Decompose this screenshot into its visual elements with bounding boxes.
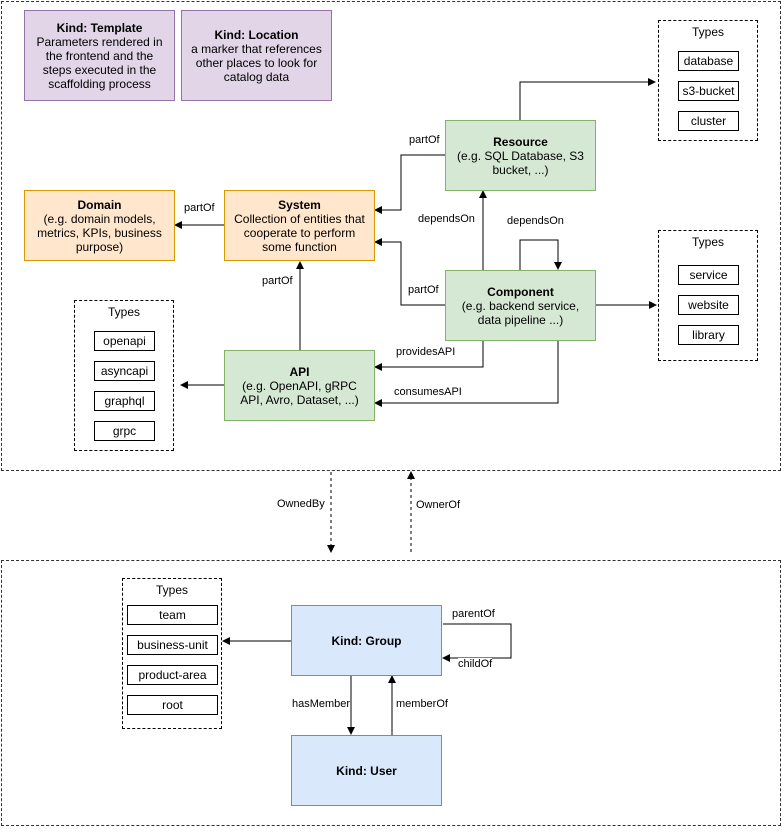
group-type-item[interactable]: business-unit <box>127 635 218 655</box>
group-node[interactable]: Kind: Group <box>291 605 442 676</box>
api-type-item[interactable]: asyncapi <box>94 361 155 381</box>
domain-title: Domain <box>77 197 122 212</box>
edge-group-self <box>442 623 512 662</box>
system-desc: Collection of entities that cooperate to… <box>234 211 365 254</box>
group-types-title: Types <box>155 583 188 597</box>
api-type-item[interactable]: openapi <box>94 331 155 351</box>
edge-component-api-consumes <box>374 341 559 407</box>
catalog-region <box>1 1 781 471</box>
template-kind-desc: Parameters rendered in the frontend and … <box>36 34 163 91</box>
org-region <box>1 560 781 826</box>
edge-label-resource-partof: partOf <box>409 134 440 147</box>
domain-node[interactable]: Domain (e.g. domain models, metrics, KPI… <box>24 190 175 261</box>
edge-label-owner-of: OwnerOf <box>416 499 461 512</box>
api-node[interactable]: API (e.g. OpenAPI, gRPC API, Avro, Datas… <box>224 350 375 421</box>
edge-label-component-partof: partOf <box>408 284 439 297</box>
edge-label-resource-dependson: dependsOn <box>418 213 475 226</box>
component-types-title: Types <box>691 235 724 249</box>
api-types-box: Types openapi asyncapi graphql grpc <box>74 300 174 451</box>
edge-resource-types <box>519 78 656 121</box>
template-kind-node[interactable]: Kind: Template Parameters rendered in th… <box>24 10 175 101</box>
edge-label-component-dependson: dependsOn <box>507 215 564 228</box>
component-types-box: Types service website library <box>658 230 758 361</box>
group-type-item[interactable]: root <box>127 695 218 715</box>
edge-component-system <box>374 238 445 306</box>
system-title: System <box>278 197 321 212</box>
location-kind-node[interactable]: Kind: Location a marker that references … <box>181 10 332 101</box>
edge-label-consumes-api: consumesAPI <box>394 386 462 399</box>
resource-type-item[interactable]: s3-bucket <box>678 81 739 101</box>
edge-label-provides-api: providesAPI <box>396 346 456 359</box>
resource-type-item[interactable]: database <box>678 51 739 71</box>
component-desc: (e.g. backend service, data pipeline ...… <box>461 298 580 327</box>
component-type-item[interactable]: service <box>678 265 739 285</box>
edge-component-self <box>519 239 562 271</box>
edge-label-api-partof: partOf <box>262 275 293 288</box>
api-desc: (e.g. OpenAPI, gRPC API, Avro, Dataset, … <box>240 378 359 407</box>
group-type-item[interactable]: team <box>127 605 218 625</box>
resource-node[interactable]: Resource (e.g. SQL Database, S3 bucket, … <box>445 120 596 191</box>
edge-label-owned-by: OwnedBy <box>277 498 325 511</box>
edge-label-child-of: childOf <box>458 658 493 671</box>
component-node[interactable]: Component (e.g. backend service, data pi… <box>445 270 596 341</box>
user-title: Kind: User <box>336 763 397 778</box>
location-kind-title: Kind: Location <box>214 27 299 42</box>
location-kind-desc: a marker that references other places to… <box>191 41 322 84</box>
group-title: Kind: Group <box>331 633 402 648</box>
resource-types-box: Types database s3-bucket cluster <box>658 20 758 141</box>
edge-resource-system <box>374 154 445 214</box>
api-type-item[interactable]: graphql <box>94 391 155 411</box>
domain-desc: (e.g. domain models, metrics, KPIs, busi… <box>37 211 162 254</box>
group-type-item[interactable]: product-area <box>127 665 218 685</box>
resource-title: Resource <box>493 134 548 149</box>
resource-desc: (e.g. SQL Database, S3 bucket, ...) <box>457 148 584 177</box>
api-types-title: Types <box>107 305 140 319</box>
component-title: Component <box>487 284 554 299</box>
edge-label-domain-partof: partOf <box>184 202 215 215</box>
template-kind-title: Kind: Template <box>56 20 143 35</box>
api-title: API <box>289 364 310 379</box>
edge-label-parent-of: parentOf <box>452 608 495 621</box>
user-node[interactable]: Kind: User <box>291 735 442 806</box>
system-node[interactable]: System Collection of entities that coope… <box>224 190 375 261</box>
resource-types-title: Types <box>691 25 724 39</box>
group-types-box: Types team business-unit product-area ro… <box>122 578 222 729</box>
resource-type-item[interactable]: cluster <box>678 111 739 131</box>
api-type-item[interactable]: grpc <box>94 421 155 441</box>
edge-label-member-of: memberOf <box>396 698 448 711</box>
edge-label-has-member: hasMember <box>292 698 351 711</box>
edge-component-api-provides <box>374 341 484 371</box>
component-type-item[interactable]: library <box>678 325 739 345</box>
component-type-item[interactable]: website <box>678 295 739 315</box>
